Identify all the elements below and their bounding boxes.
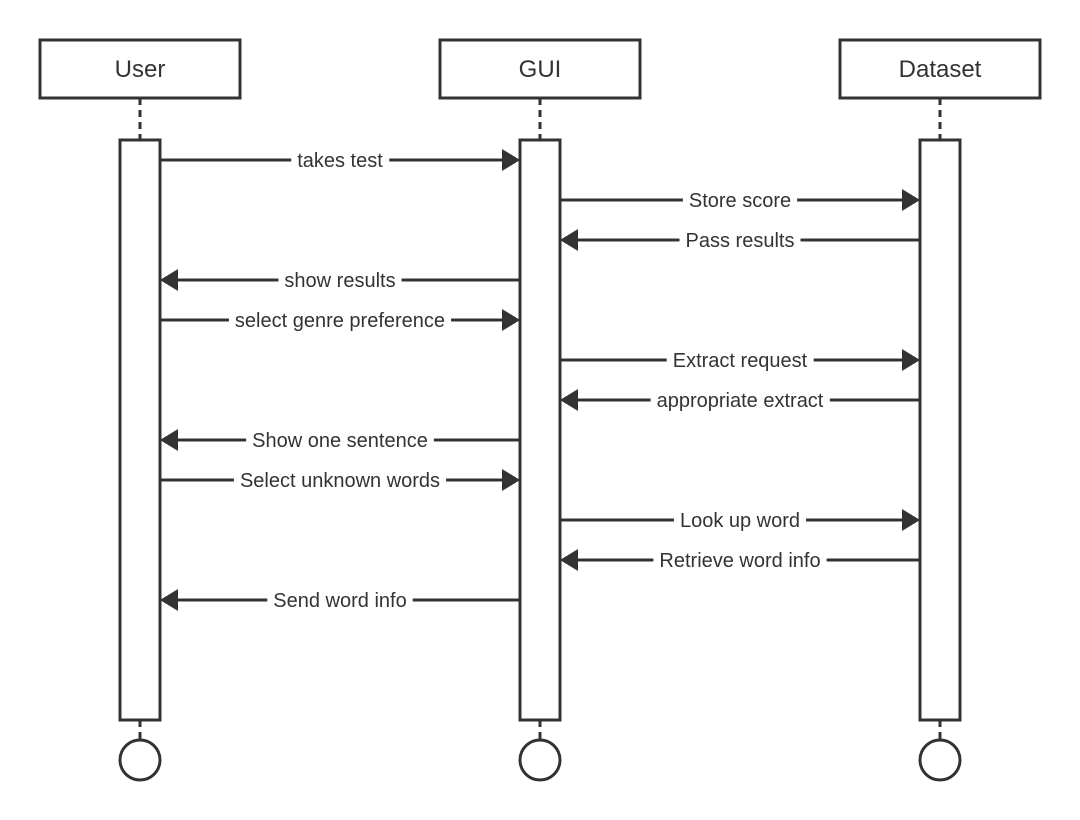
message-label-background	[679, 229, 801, 253]
arrowhead-icon	[902, 349, 920, 371]
participant-label-gui: GUI	[519, 56, 562, 83]
message-2: Store score	[560, 189, 920, 213]
participant-box-dataset	[838, 38, 1042, 100]
participant-label-user: User	[115, 56, 166, 83]
message-12: Send word info	[160, 589, 520, 613]
arrowhead-icon	[502, 469, 520, 491]
arrowhead-icon	[502, 149, 520, 171]
arrowhead-icon	[502, 309, 520, 331]
lifeline-end-gui	[518, 738, 562, 782]
message-label: Show one sentence	[252, 430, 428, 452]
arrowhead-icon	[902, 189, 920, 211]
message-10: Look up word	[560, 509, 920, 533]
lifeline-end-user	[118, 738, 162, 782]
activation-bar-user	[118, 138, 162, 722]
message-label-background	[653, 549, 827, 573]
message-label-background	[291, 149, 390, 173]
message-label: Send word info	[273, 590, 406, 612]
message-5: select genre preference	[160, 309, 520, 333]
lifeline-end-dataset	[918, 738, 962, 782]
message-label-background	[278, 269, 402, 293]
arrowhead-icon	[160, 269, 178, 291]
participant-box-user	[38, 38, 242, 100]
message-label: show results	[284, 270, 395, 292]
message-label-background	[666, 349, 814, 373]
message-label: Pass results	[686, 230, 795, 252]
message-label: Retrieve word info	[659, 550, 820, 572]
message-label-background	[682, 189, 798, 213]
arrowhead-icon	[560, 229, 578, 251]
message-4: show results	[160, 269, 520, 293]
message-label: Look up word	[680, 510, 800, 532]
message-8: Show one sentence	[160, 429, 520, 453]
message-label: Store score	[689, 190, 791, 212]
message-6: Extract request	[560, 349, 920, 373]
message-label: Select unknown words	[240, 470, 440, 492]
message-1: takes test	[160, 149, 520, 173]
activation-bar-dataset	[918, 138, 962, 722]
message-label: select genre preference	[235, 310, 445, 332]
message-label: appropriate extract	[657, 390, 824, 412]
message-label-background	[233, 469, 447, 493]
activation-bar-gui	[518, 138, 562, 722]
message-7: appropriate extract	[560, 389, 920, 413]
message-label-background	[650, 389, 830, 413]
message-label-background	[673, 509, 807, 533]
participant-label-dataset: Dataset	[899, 56, 982, 83]
arrowhead-icon	[160, 429, 178, 451]
message-3: Pass results	[560, 229, 920, 253]
message-label-background	[267, 589, 413, 613]
arrowhead-icon	[902, 509, 920, 531]
arrowhead-icon	[560, 549, 578, 571]
message-11: Retrieve word info	[560, 549, 920, 573]
message-label-background	[228, 309, 452, 333]
message-label: takes test	[297, 150, 383, 172]
participant-dataset: Dataset	[838, 38, 1042, 782]
participant-user: User	[38, 38, 242, 782]
message-label: Extract request	[673, 350, 808, 372]
arrowhead-icon	[560, 389, 578, 411]
message-label-background	[246, 429, 434, 453]
arrowhead-icon	[160, 589, 178, 611]
message-9: Select unknown words	[160, 469, 520, 493]
participant-box-gui	[438, 38, 642, 100]
participant-gui: GUI	[438, 38, 642, 782]
